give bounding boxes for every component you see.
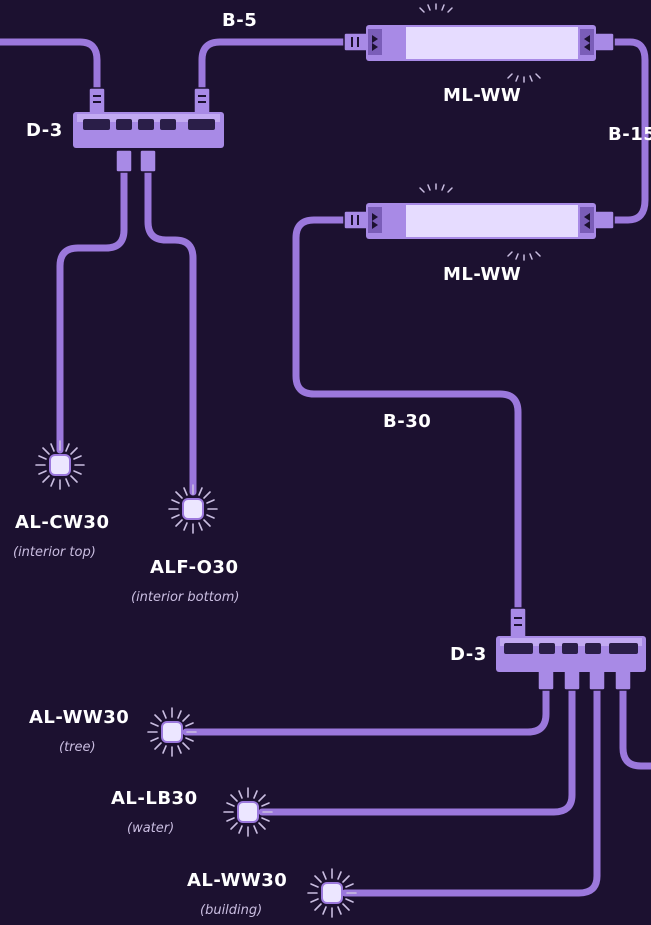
cable-incoming-left xyxy=(0,38,101,96)
light-al-cw30-icon xyxy=(35,440,85,490)
cable-outgoing-right xyxy=(619,680,651,770)
plug-bottom-divider-in xyxy=(509,607,527,639)
light-al-lb30-name: AL-LB30 xyxy=(111,788,198,809)
plug-module-mid-left xyxy=(343,210,369,230)
module-top-label: ML-WW xyxy=(443,85,522,106)
plug-bottom-divider-out4 xyxy=(614,669,632,691)
light-alf-o30-name: ALF-O30 xyxy=(150,557,239,578)
cable-b5 xyxy=(198,38,352,96)
cable-b5-label: B-5 xyxy=(222,10,258,31)
cable-alf-o30 xyxy=(144,164,197,496)
plug-top-divider-out1 xyxy=(115,149,133,173)
plug-module-top-right xyxy=(593,32,615,52)
plug-module-mid-right xyxy=(593,210,615,230)
light-al-cw30-location: (interior top) xyxy=(13,545,96,560)
divider-bottom-label: D-3 xyxy=(450,644,487,665)
light-al-ww30-building-icon xyxy=(307,868,357,918)
light-al-cw30-name: AL-CW30 xyxy=(15,512,110,533)
cable-b15-label: B-15 xyxy=(608,124,651,145)
light-al-ww30-building-name: AL-WW30 xyxy=(187,870,288,891)
plug-bottom-divider-out2 xyxy=(563,669,581,691)
light-al-ww30-building-location: (building) xyxy=(200,903,263,918)
cable-b30 xyxy=(292,216,522,616)
light-al-lb30-icon xyxy=(223,787,273,837)
cable-al-cw30 xyxy=(56,164,128,454)
light-alf-o30-location: (interior bottom) xyxy=(131,590,240,605)
cable-b15 xyxy=(600,38,649,134)
module-middle xyxy=(366,203,596,239)
light-al-ww30-tree-icon xyxy=(147,707,197,757)
plug-bottom-divider-out3 xyxy=(588,669,606,691)
cable-al-ww30-tree xyxy=(182,680,550,736)
module-top-glow-icon xyxy=(419,3,541,83)
light-al-lb30-location: (water) xyxy=(127,821,175,836)
module-middle-label: ML-WW xyxy=(443,264,522,285)
cable-al-lb30 xyxy=(258,680,576,816)
module-top xyxy=(366,25,596,61)
divider-bottom xyxy=(496,636,646,672)
cable-al-ww30-building xyxy=(341,680,601,897)
light-al-ww30-tree-location: (tree) xyxy=(59,740,96,755)
cable-b30-label: B-30 xyxy=(383,411,432,432)
module-middle-glow-icon xyxy=(419,183,541,261)
light-al-ww30-tree-name: AL-WW30 xyxy=(29,707,130,728)
divider-top-label: D-3 xyxy=(26,120,63,141)
light-alf-o30-icon xyxy=(168,484,218,534)
plug-module-top-left xyxy=(343,32,369,52)
plug-bottom-divider-out1 xyxy=(537,669,555,691)
cable-b15-return xyxy=(600,126,649,224)
plug-top-divider-out2 xyxy=(139,149,157,173)
divider-top xyxy=(73,112,224,148)
